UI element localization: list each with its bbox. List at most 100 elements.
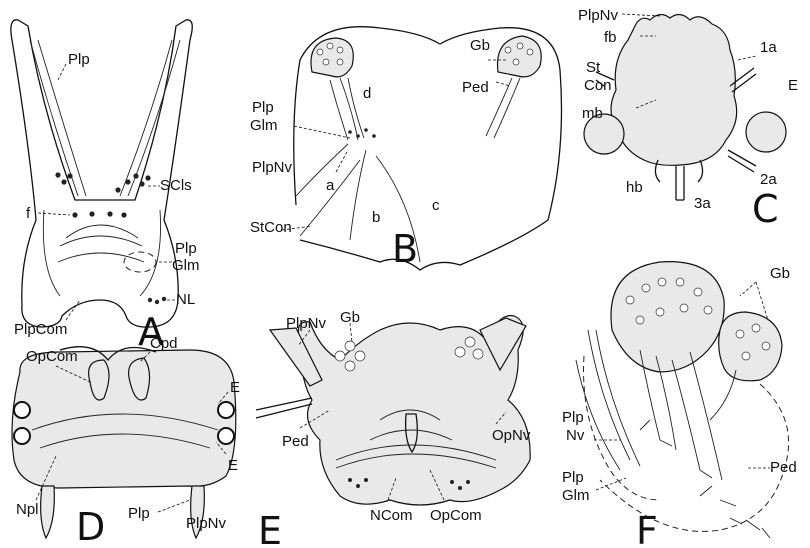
panel-c-3a-nerve: [676, 166, 684, 200]
globuli-cell: [742, 352, 750, 360]
label-b-b: b: [372, 209, 380, 226]
leader-d-plp: [158, 500, 190, 512]
globuli-cell: [656, 308, 664, 316]
label-a-plp: Plp: [68, 51, 90, 68]
nl-cell: [162, 297, 166, 301]
label-c-2a: 2a: [760, 171, 777, 188]
label-b-d: d: [363, 85, 371, 102]
panel-a-inner-body: [43, 210, 160, 296]
panel-a-scls-cells: [55, 172, 150, 192]
panel-d-eye-ur: [218, 402, 234, 418]
cell: [450, 480, 454, 484]
label-a-glm-1: Plp: [175, 240, 197, 257]
label-f-gb: Gb: [770, 265, 790, 282]
leader-f-gb-1: [740, 282, 756, 296]
nl-cell: [155, 300, 159, 304]
panel-d-letter: D: [76, 505, 105, 548]
panel-b-stcon: [300, 160, 360, 236]
label-a-scls: SCls: [160, 177, 192, 194]
label-c-mb: mb: [582, 105, 603, 122]
panel-d-eye-ul: [14, 402, 30, 418]
label-d-plp: Plp: [128, 505, 150, 522]
panel-a-nl-cells: [148, 297, 166, 304]
panel-d-palp-left: [41, 486, 55, 538]
label-b-a: a: [326, 177, 335, 194]
panel-b: Plp Glm d PlpNv a b c StCon Gb Ped B: [250, 27, 562, 271]
globuli-cell: [337, 47, 343, 53]
panel-b-right-globuli: [498, 36, 542, 77]
label-f-glm-1: Plp: [562, 469, 584, 486]
panel-c-letter: C: [752, 187, 779, 231]
label-d-plpnv: PlpNv: [186, 515, 227, 532]
cell: [372, 134, 376, 138]
cell: [356, 134, 360, 138]
f-cell: [72, 212, 77, 217]
globuli-cell: [517, 43, 523, 49]
globuli-cell: [345, 341, 355, 351]
panel-f: Gb Plp Nv Plp Glm Ped F: [562, 262, 797, 548]
label-d-npl: Npl: [16, 501, 39, 518]
f-cell: [121, 212, 126, 217]
globuli-cell: [676, 278, 684, 286]
cell: [458, 486, 462, 490]
globuli-cell: [323, 59, 329, 65]
globuli-cell: [636, 316, 644, 324]
panel-b-peduncle-right: [486, 78, 520, 138]
panel-b-left-globuli: [311, 38, 353, 77]
label-c-con: Con: [584, 77, 612, 94]
panel-b-nerve-a: [296, 144, 348, 196]
label-d-e-upper: E: [230, 379, 240, 396]
cell: [348, 130, 352, 134]
panel-d: OpCom Cpd E E Npl Plp PlpNv D: [12, 335, 240, 548]
cell: [348, 478, 352, 482]
label-a-plpcom: PlpCom: [14, 321, 67, 338]
label-e-plpnv: PlpNv: [286, 315, 327, 332]
scls-cell: [145, 175, 150, 180]
label-a-nl: NL: [176, 291, 195, 308]
globuli-cell: [736, 330, 744, 338]
label-a-f: f: [26, 205, 31, 222]
leader-b-glm: [294, 126, 350, 138]
panel-d-eye-lr: [218, 428, 234, 444]
globuli-cell: [694, 288, 702, 296]
label-b-gb: Gb: [470, 37, 490, 54]
panel-f-globuli-lower: [719, 312, 782, 381]
label-c-3a: 3a: [694, 195, 711, 212]
label-e-ped: Ped: [282, 433, 309, 450]
panel-f-globuli-upper: [611, 262, 724, 372]
label-b-glm-1: Plp: [252, 99, 274, 116]
panel-b-nerve-b: [350, 150, 366, 240]
leader-c-1a: [738, 56, 756, 60]
globuli-cell: [505, 47, 511, 53]
scls-cell: [139, 181, 144, 186]
panel-e: PlpNv Gb Ped OpNv NCom OpCom E: [256, 309, 531, 548]
globuli-cell: [762, 342, 770, 350]
label-f-nv-2: Nv: [566, 427, 585, 444]
label-f-ped: Ped: [770, 459, 797, 476]
nl-cell: [148, 298, 152, 302]
scls-cell: [115, 187, 120, 192]
panel-c: PlpNv fb St Con 1a E mb 2a hb 3a C: [578, 7, 798, 231]
globuli-mass: [498, 36, 542, 77]
globuli-cell: [317, 49, 323, 55]
scls-cell: [67, 173, 72, 178]
label-c-hb: hb: [626, 179, 643, 196]
panel-e-letter: E: [258, 509, 282, 548]
panel-a-f-cells: [72, 211, 126, 217]
cell: [364, 128, 368, 132]
label-b-plpnv: PlpNv: [252, 159, 293, 176]
panel-e-nerve-left: [256, 398, 312, 418]
scls-cell: [55, 172, 60, 177]
panel-c-2a-nerve: [728, 150, 756, 172]
label-c-plpnv: PlpNv: [578, 7, 619, 24]
panel-d-eye-ll: [14, 428, 30, 444]
panel-a: Plp SCls f Plp Glm NL PlpCom A: [11, 20, 200, 354]
panel-c-eye-right: [746, 112, 786, 152]
panel-c-brain-body: [611, 14, 737, 165]
scls-cell: [61, 179, 66, 184]
label-b-glm-2: Glm: [250, 117, 278, 134]
globuli-cell: [455, 347, 465, 357]
label-e-opcom: OpCom: [430, 507, 482, 524]
leader-b-ped: [496, 82, 510, 86]
